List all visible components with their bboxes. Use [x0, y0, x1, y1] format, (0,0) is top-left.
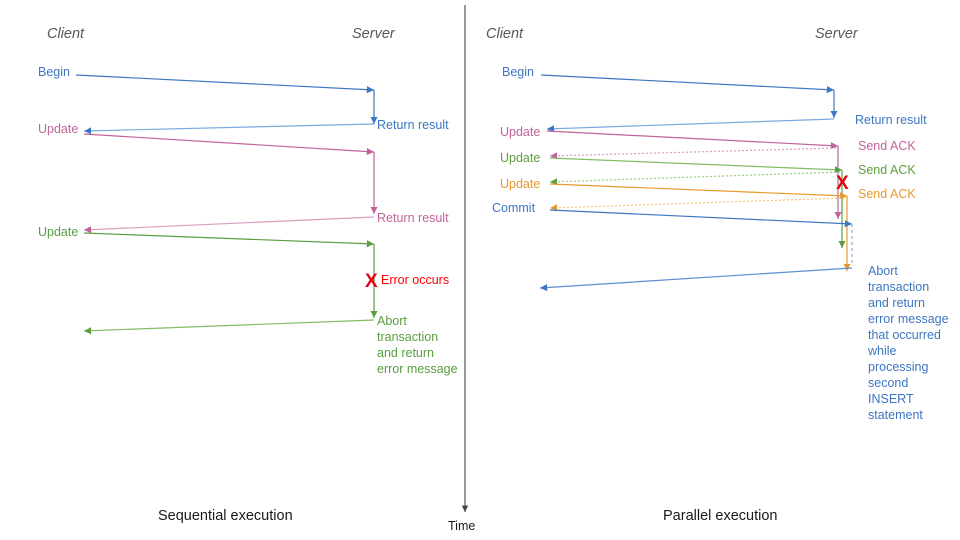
right-panel-parallel: Client Server Begin Return result Update…	[486, 26, 952, 524]
left-abort-note: Abort transaction and return error messa…	[377, 314, 458, 376]
left-msg-abort: Abort transaction and return error messa…	[83, 314, 458, 376]
right-msg-commit: Commit	[492, 201, 853, 228]
right-msg-return-result-label: Return result	[855, 113, 927, 127]
time-axis: Time	[448, 5, 475, 533]
right-msg-commit-label: Commit	[492, 201, 536, 215]
left-msg-return-result-1-label: Return result	[377, 118, 449, 132]
right-server-lane-title: Server	[815, 26, 859, 42]
x-mark-icon: X	[365, 271, 378, 292]
right-msg-abort: Abort transaction and return error messa…	[539, 264, 952, 422]
left-error-label: Error occurs	[381, 273, 449, 287]
left-panel-sequential: Client Server Begin Return result Update…	[38, 26, 458, 524]
right-msg-update-orange: Update	[500, 177, 848, 200]
right-msg-sendack-pink: Send ACK	[549, 139, 916, 160]
left-panel-caption: Sequential execution	[158, 508, 293, 524]
right-msg-sendack-orange-label: Send ACK	[858, 187, 916, 201]
right-abort-note: Abort transaction and return error messa…	[867, 264, 952, 422]
left-msg-return-result-1: Return result	[83, 118, 449, 135]
left-msg-return-result-2: Return result	[83, 211, 449, 234]
right-msg-update-pink: Update	[500, 125, 839, 150]
right-msg-sendack-green: Send ACK	[549, 163, 916, 186]
right-msg-sendack-green-label: Send ACK	[858, 163, 916, 177]
left-server-lane-title: Server	[352, 26, 396, 42]
left-msg-update-green: Update	[38, 225, 375, 248]
right-msg-sendack-orange: Send ACK	[549, 187, 916, 212]
right-msg-update-green-label: Update	[500, 151, 540, 165]
right-msg-update-pink-label: Update	[500, 125, 540, 139]
left-msg-return-result-2-label: Return result	[377, 211, 449, 225]
right-client-lane-title: Client	[486, 26, 524, 42]
right-msg-begin: Begin	[502, 65, 835, 94]
x-mark-icon: X	[836, 173, 849, 194]
right-msg-begin-label: Begin	[502, 65, 534, 79]
left-msg-update-green-label: Update	[38, 225, 78, 239]
right-panel-caption: Parallel execution	[663, 508, 777, 524]
right-msg-return-result: Return result	[546, 113, 927, 133]
left-client-lane-title: Client	[47, 26, 85, 42]
right-msg-update-green: Update	[500, 151, 843, 174]
left-error-marker: X Error occurs	[365, 271, 449, 292]
left-msg-update-pink-label: Update	[38, 122, 78, 136]
left-msg-begin: Begin	[38, 65, 375, 94]
right-msg-sendack-pink-label: Send ACK	[858, 139, 916, 153]
time-axis-label: Time	[448, 519, 475, 533]
right-msg-update-orange-label: Update	[500, 177, 540, 191]
left-msg-begin-label: Begin	[38, 65, 70, 79]
left-msg-update-pink: Update	[38, 122, 375, 156]
